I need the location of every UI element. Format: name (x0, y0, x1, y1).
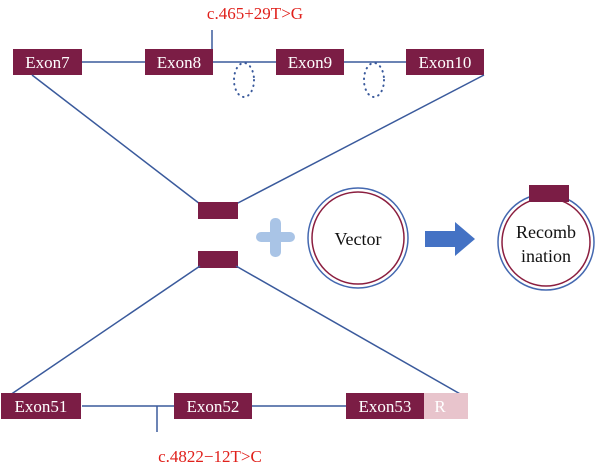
right-arrow-icon (425, 222, 475, 256)
exon-box (1, 393, 81, 419)
exon-label: Exon7 (25, 53, 70, 72)
exon-label: Exon10 (419, 53, 472, 72)
bottom-exon-row: c.4822−12T>C Exon51 Exon52 Exon53 R (1, 393, 468, 466)
recombination-label-line2: ination (521, 246, 571, 266)
r-tag-label: R (434, 397, 446, 416)
exon-label: Exon52 (187, 397, 240, 416)
recombination-label-line1: Recomb (516, 222, 576, 242)
recombination-plasmid: Recomb ination (497, 185, 595, 291)
diverge-line (9, 265, 201, 396)
plus-icon (256, 218, 295, 257)
top-mutation-label: c.465+29T>G (207, 4, 303, 23)
exon-box (145, 49, 213, 75)
inserted-fragment (529, 185, 569, 202)
exon-label: Exon51 (15, 397, 68, 416)
exon-label: Exon8 (157, 53, 201, 72)
exon-label: Exon9 (288, 53, 332, 72)
intron-loop-icon (233, 62, 255, 98)
intron-loop-icon (363, 62, 385, 98)
vector-label: Vector (335, 229, 382, 249)
fragment-block-top (198, 202, 238, 219)
fragment-block-bottom (198, 251, 238, 268)
exon-box (276, 49, 344, 75)
vector-plasmid: Vector (307, 187, 409, 289)
top-exon-row: c.465+29T>G Exon7 Exon8 Exon9 Exon10 (13, 4, 484, 98)
converge-line (31, 74, 201, 205)
diverge-line (235, 265, 463, 396)
exon-box (406, 49, 484, 75)
converge-line (235, 74, 485, 205)
exon-label: Exon53 (359, 397, 412, 416)
exon-box (346, 393, 424, 419)
bottom-mutation-label: c.4822−12T>C (158, 447, 262, 466)
exon-box (13, 49, 82, 75)
exon-box (174, 393, 252, 419)
r-tag-box (424, 393, 468, 419)
